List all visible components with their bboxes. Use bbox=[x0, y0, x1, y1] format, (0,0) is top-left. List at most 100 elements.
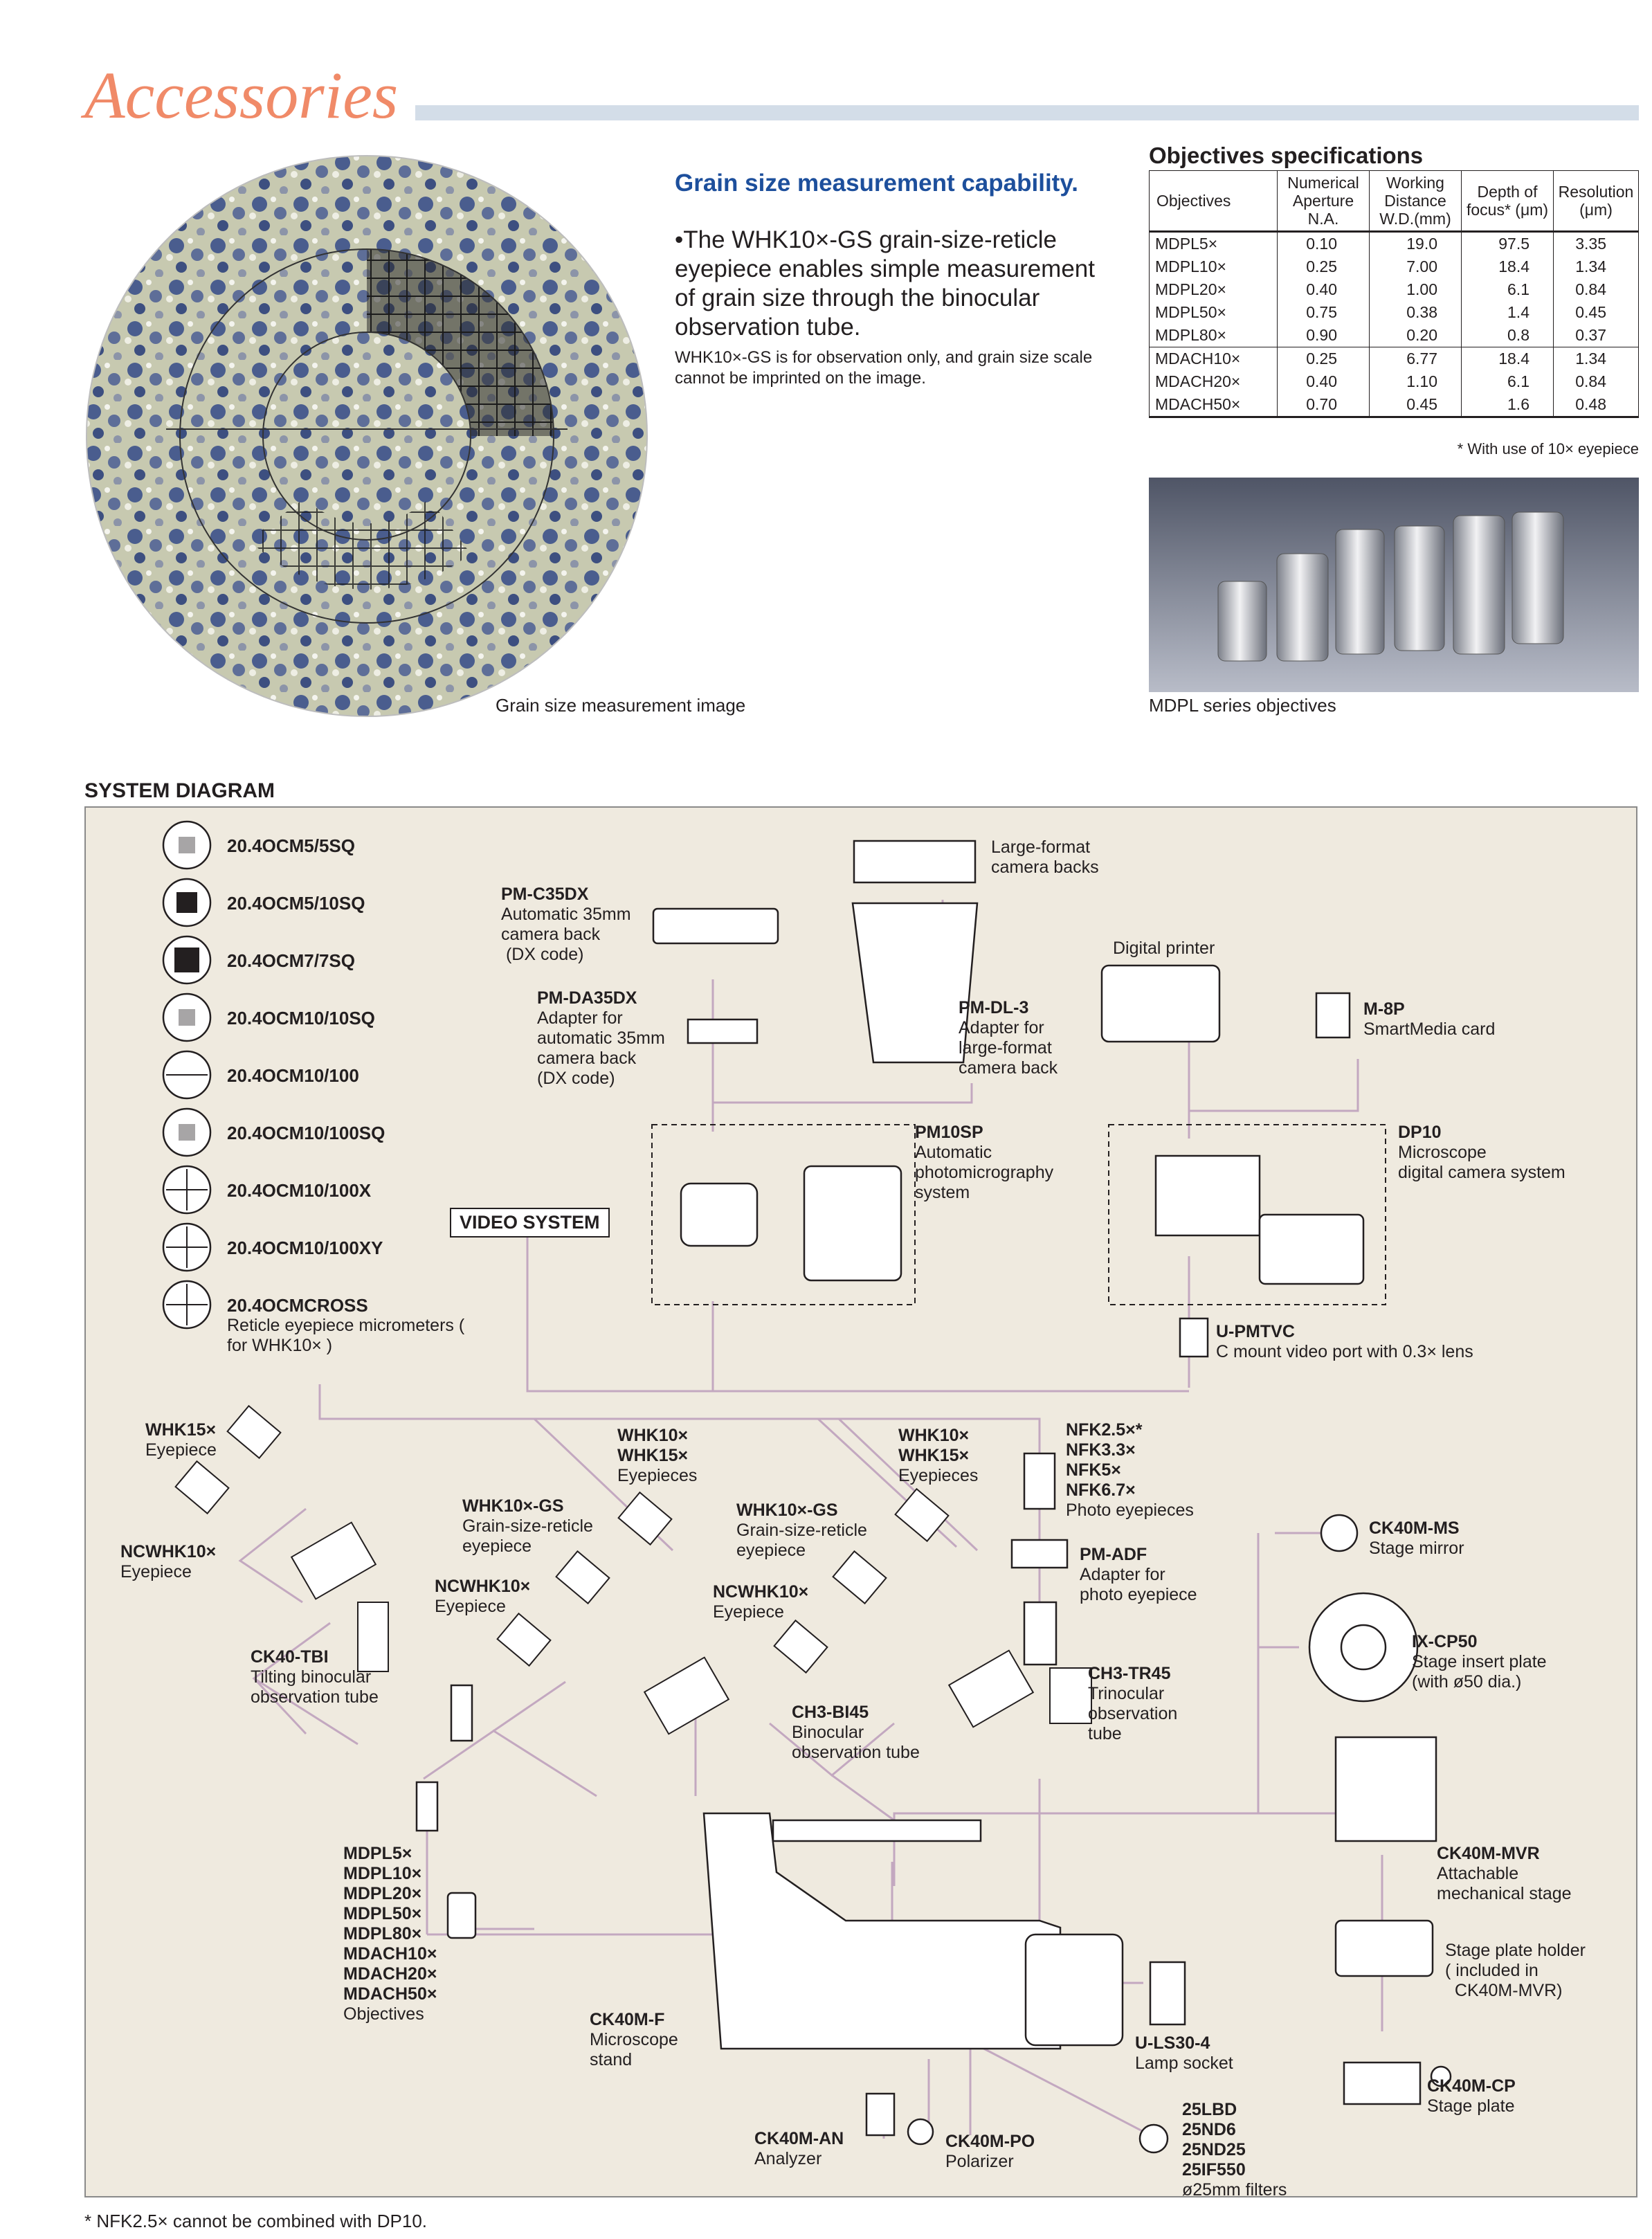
reticle-label: 20.4OCM10/100X bbox=[227, 1180, 372, 1201]
ck40m-ms-label: CK40M-MS Stage mirror bbox=[1369, 1519, 1464, 1558]
table-cell: MDPL20× bbox=[1149, 278, 1278, 301]
stage-plate-holder-label: Stage plate holder ( included in CK40M-M… bbox=[1445, 1941, 1586, 2000]
objectives-spec-table: Objectives Numerical Aperture N.A. Worki… bbox=[1149, 170, 1639, 418]
grain-body: •The WHK10×-GS grain-size-reticle eyepie… bbox=[675, 226, 1095, 341]
pm10sp-label: PM10SP Automatic photomicrography system bbox=[915, 1123, 1054, 1202]
ch3-bi45-label: CH3-BI45 Binocular observation tube bbox=[792, 1703, 920, 1762]
table-cell: 6.1 bbox=[1461, 370, 1554, 393]
table-cell: 19.0 bbox=[1369, 230, 1462, 255]
table-cell: 0.84 bbox=[1553, 278, 1639, 301]
table-cell: 0.40 bbox=[1277, 370, 1370, 393]
ck40m-po-label: CK40M-PO Polarizer bbox=[945, 2132, 1035, 2171]
large-format-label: Large-format camera backs bbox=[991, 837, 1099, 877]
objectives-photo-caption: MDPL series objectives bbox=[1149, 695, 1336, 716]
col-header: Resolution (μm) bbox=[1553, 170, 1639, 232]
ix-cp50-label: IX-CP50 Stage insert plate (with ø50 dia… bbox=[1412, 1632, 1547, 1692]
eyepieces-right-label: WHK10× WHK15× Eyepieces bbox=[898, 1426, 979, 1485]
objectives-label: MDPL5× MDPL10× MDPL20× MDPL50× MDPL80× M… bbox=[343, 1844, 437, 2024]
ncwhk10-left-label: NCWHK10× Eyepiece bbox=[120, 1542, 217, 1581]
ck40m-cp-label: CK40M-CP Stage plate bbox=[1427, 2076, 1516, 2116]
nfk-label: NFK2.5×* NFK3.3× NFK5× NFK6.7× Photo eye… bbox=[1066, 1420, 1194, 1520]
grain-heading: Grain size measurement capability. bbox=[675, 170, 1078, 197]
ck40-tbi-label: CK40-TBI Tilting binocular observation t… bbox=[251, 1647, 379, 1707]
table-cell: 0.90 bbox=[1277, 324, 1370, 347]
page-title: Accessories bbox=[84, 58, 399, 132]
table-cell: MDPL5× bbox=[1149, 230, 1278, 255]
video-system-label: VIDEO SYSTEM bbox=[450, 1208, 610, 1238]
table-cell: 1.34 bbox=[1553, 347, 1639, 370]
ck40m-an-label: CK40M-AN Analyzer bbox=[754, 2129, 844, 2168]
table-cell: MDACH50× bbox=[1149, 393, 1278, 418]
reticle-label: 20.4OCM10/100XY bbox=[227, 1238, 383, 1258]
table-cell: MDPL50× bbox=[1149, 301, 1278, 324]
spec-title: Objectives specifications bbox=[1149, 143, 1424, 168]
reticle-description: Reticle eyepiece micrometers ( for WHK10… bbox=[227, 1316, 465, 1355]
table-cell: 0.37 bbox=[1553, 324, 1639, 347]
title-bar bbox=[415, 105, 1639, 120]
table-cell: MDPL80× bbox=[1149, 324, 1278, 347]
digital-printer-label: Digital printer bbox=[1113, 939, 1215, 958]
col-header: Working Distance W.D.(mm) bbox=[1369, 170, 1462, 232]
table-cell: MDPL10× bbox=[1149, 255, 1278, 278]
gs-right-label: WHK10×-GS Grain-size-reticle eyepiece bbox=[736, 1501, 867, 1560]
pm-da35dx-label: PM-DA35DX Adapter for automatic 35mm cam… bbox=[537, 988, 665, 1088]
pm-dl3-label: PM-DL-3 Adapter for large-format camera … bbox=[959, 998, 1058, 1078]
filters-label: 25LBD 25ND6 25ND25 25IF550 ø25mm filters bbox=[1182, 2100, 1287, 2200]
table-cell: 6.1 bbox=[1461, 278, 1554, 301]
table-cell: 7.00 bbox=[1369, 255, 1462, 278]
eyepieces-mid-label: WHK10× WHK15× Eyepieces bbox=[617, 1426, 698, 1485]
table-cell: 6.77 bbox=[1369, 347, 1462, 370]
table-cell: 0.70 bbox=[1277, 393, 1370, 418]
table-cell: 0.38 bbox=[1369, 301, 1462, 324]
reticle-label: 20.4OCM5/5SQ bbox=[227, 835, 355, 856]
table-cell: 1.34 bbox=[1553, 255, 1639, 278]
table-cell: 97.5 bbox=[1461, 230, 1554, 255]
table-cell: 0.45 bbox=[1369, 393, 1462, 418]
table-cell: 0.25 bbox=[1277, 347, 1370, 370]
col-header: Numerical Aperture N.A. bbox=[1277, 170, 1370, 232]
ncwhk10-right-label: NCWHK10× Eyepiece bbox=[713, 1582, 809, 1622]
dp10-label: DP10 Microscope digital camera system bbox=[1398, 1123, 1565, 1182]
reticle-label: 20.4OCM10/10SQ bbox=[227, 1008, 375, 1028]
grain-image-caption: Grain size measurement image bbox=[496, 695, 746, 716]
ck40m-f-label: CK40M-F Microscope stand bbox=[590, 2010, 678, 2069]
reticle-label: 20.4OCM5/10SQ bbox=[227, 893, 365, 914]
col-header: Objectives bbox=[1149, 170, 1278, 232]
table-cell: 1.4 bbox=[1461, 301, 1554, 324]
table-cell: 0.48 bbox=[1553, 393, 1639, 418]
col-header: Depth of focus* (μm) bbox=[1461, 170, 1554, 232]
reticle-label: 20.4OCM10/100SQ bbox=[227, 1123, 385, 1143]
page-footnote: * NFK2.5× cannot be combined with DP10. bbox=[84, 2211, 428, 2231]
objectives-photo bbox=[1149, 478, 1639, 692]
table-cell: 3.35 bbox=[1553, 230, 1639, 255]
spec-footnote: * With use of 10× eyepiece bbox=[1457, 440, 1639, 457]
table-cell: 0.8 bbox=[1461, 324, 1554, 347]
whk15-label: WHK15× Eyepiece bbox=[145, 1420, 217, 1460]
u-pmtvc-label: U-PMTVC C mount video port with 0.3× len… bbox=[1216, 1322, 1473, 1361]
pm-c35dx-label: PM-C35DX Automatic 35mm camera back (DX … bbox=[501, 885, 631, 964]
ck40m-mvr-label: CK40M-MVR Attachable mechanical stage bbox=[1437, 1844, 1572, 1903]
table-cell: 1.10 bbox=[1369, 370, 1462, 393]
grain-size-image bbox=[86, 155, 648, 717]
reticle-label: 20.4OCM7/7SQ bbox=[227, 950, 355, 971]
u-ls30-4-label: U-LS30-4 Lamp socket bbox=[1135, 2033, 1233, 2073]
table-cell: MDACH10× bbox=[1149, 347, 1278, 370]
reticle-label: 20.4OCMCROSS bbox=[227, 1295, 368, 1316]
table-cell: 18.4 bbox=[1461, 347, 1554, 370]
table-cell: MDACH20× bbox=[1149, 370, 1278, 393]
table-cell: 0.75 bbox=[1277, 301, 1370, 324]
system-diagram-lines bbox=[162, 820, 1452, 2154]
pm-adf-label: PM-ADF Adapter for photo eyepiece bbox=[1080, 1545, 1197, 1604]
m8p-label: M-8P SmartMedia card bbox=[1363, 999, 1496, 1039]
table-cell: 0.84 bbox=[1553, 370, 1639, 393]
table-cell: 0.45 bbox=[1553, 301, 1639, 324]
system-diagram-title: SYSTEM DIAGRAM bbox=[84, 779, 275, 802]
table-cell: 1.00 bbox=[1369, 278, 1462, 301]
